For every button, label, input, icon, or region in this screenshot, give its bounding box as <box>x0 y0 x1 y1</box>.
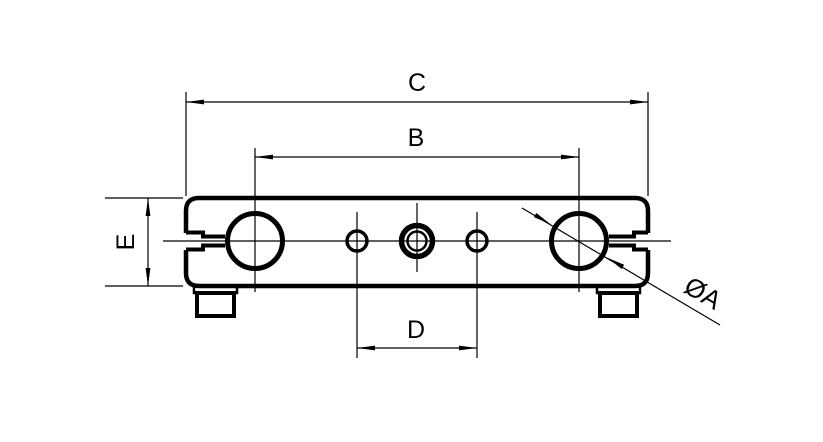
dim-e-arrowhead-bottom <box>145 268 151 286</box>
right-slit-top-line <box>609 230 648 239</box>
dimension-b: B <box>255 124 579 160</box>
dim-c-label: C <box>408 69 426 97</box>
left-slit-bottom-line <box>186 243 225 252</box>
dimension-d: D <box>357 316 477 351</box>
center-counterbore-inner <box>406 230 428 252</box>
dia-a-arrowhead-lower <box>607 257 625 269</box>
dim-b-label: B <box>408 124 425 152</box>
dimension-dia-a: ØA <box>521 207 727 326</box>
dim-d-label: D <box>407 316 425 344</box>
dia-a-arrowhead-upper <box>533 213 551 225</box>
dim-e-label: E <box>112 234 140 251</box>
left-slit-top-line <box>186 230 225 239</box>
right-slit-bottom-line <box>609 243 648 252</box>
right-bore-hole <box>549 211 609 271</box>
body-upper-outline <box>183 195 651 233</box>
dim-e-arrowhead-top <box>145 198 151 216</box>
dim-b-arrowhead-right <box>561 154 579 160</box>
dim-b-arrowhead-left <box>255 154 273 160</box>
dim-c-arrowhead-left <box>186 99 204 105</box>
dimension-e: E <box>105 197 183 287</box>
right-small-hole <box>465 229 489 253</box>
part-body <box>183 195 651 318</box>
dia-a-label: ØA <box>679 271 727 316</box>
left-bore-hole <box>225 211 285 271</box>
dim-c-arrowhead-right <box>630 99 648 105</box>
dim-d-arrowhead-left <box>357 345 375 351</box>
body-lower-outline <box>183 250 651 289</box>
dim-d-arrowhead-right <box>459 345 477 351</box>
dimension-c: C <box>185 69 649 196</box>
left-small-hole <box>345 229 369 253</box>
right-foot <box>598 291 639 318</box>
center-counterbore-outer <box>398 222 436 260</box>
left-foot <box>195 291 236 318</box>
